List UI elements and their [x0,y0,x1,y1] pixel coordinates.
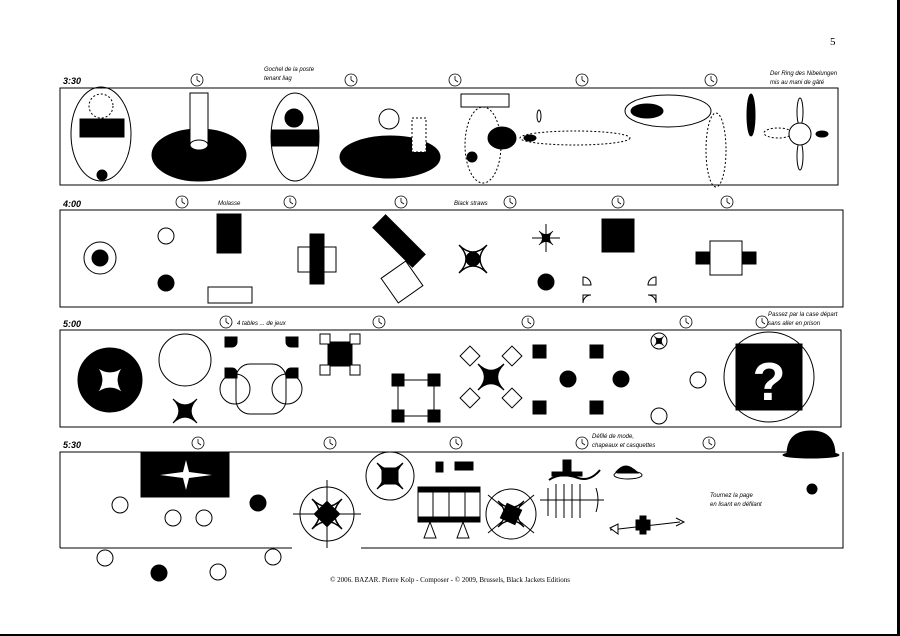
system-3: ? [59,315,842,428]
annotation-ring: Der Ring des Nibelungen mis au mani de g… [770,70,837,88]
system-time-4: 5:30 [63,440,82,450]
annotation-case-depart-line-2: sans aller en prison [768,321,821,327]
system-3-shapes [77,331,815,425]
annotation-molasse: Molasse [218,201,241,207]
annotation-case-depart: Passez par la case départ sans aller en … [768,311,837,329]
system-4 [59,430,844,582]
system-1-frame [59,87,839,186]
annotation-tournez: Tournez la page en lisant en défilant [710,492,762,510]
system-2-shapes [83,213,757,304]
clock-icon [190,73,718,87]
page-number: 5 [830,36,836,48]
annotation-defile-line-1: Défilé de mode, [592,434,635,440]
annotation-gochel: Gochel de la poste tenant liag [264,66,314,84]
annotation-black-straws: Black straws [454,201,488,207]
footer-copyright: © 2006. BAZAR. Pierre Kolp - Composer - … [330,576,570,584]
annotation-gochel-line-2: tenant liag [264,76,292,82]
system-time-3: 5:00 [63,319,82,329]
system-2 [59,195,844,308]
annotation-ring-line-2: mis au mani de gâté [770,80,825,86]
page-edge-bottom [0,634,900,636]
system-time-1: 3:30 [63,76,82,86]
system-time-2: 4:00 [63,199,82,209]
system-2-frame [59,209,844,308]
system-1 [59,73,839,188]
clock-icon [219,315,769,329]
annotation-tournez-line-2: en lisant en défilant [710,502,762,508]
system-1-shapes [70,86,829,188]
annotation-ring-line-1: Der Ring des Nibelungen [770,71,838,77]
clock-icon [175,195,734,209]
annotation-gochel-line-1: Gochel de la poste [264,67,315,73]
annotation-defile-line-2: chapeaux et casquettes [592,443,656,449]
system-4-shapes [96,430,840,582]
system-3-frame [59,329,842,428]
clock-icon [191,436,716,450]
annotation-defile: Défilé de mode, chapeaux et casquettes [592,433,655,451]
question-mark: ? [753,352,786,412]
annotation-tables: 4 tables ... de jeux [237,321,286,327]
annotation-tournez-line-1: Tournez la page [710,493,753,499]
annotation-case-depart-line-1: Passez par la case départ [768,312,838,318]
page-edge-right [897,0,900,636]
